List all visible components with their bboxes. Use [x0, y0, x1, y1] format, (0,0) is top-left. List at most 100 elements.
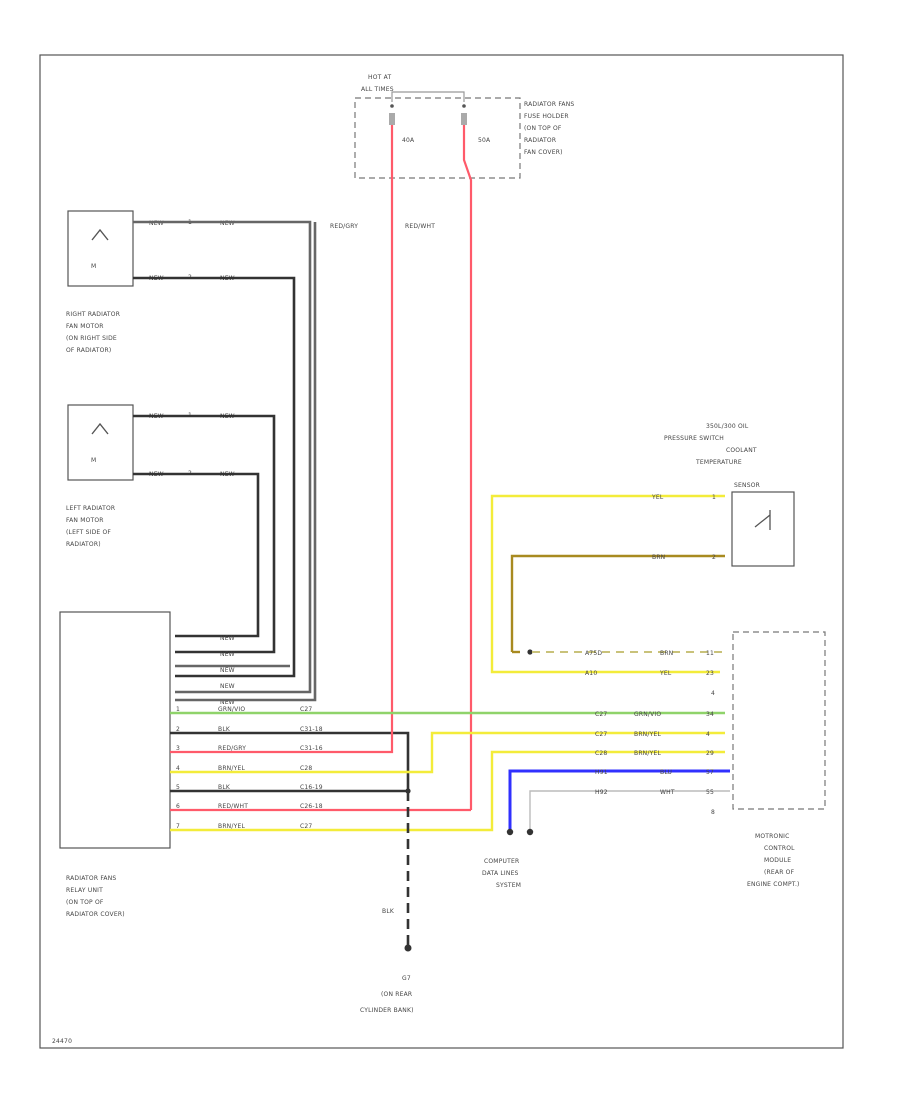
oil-pin1-num: 1 [712, 494, 716, 501]
ecm-extra-pin-2: 8 [711, 809, 715, 816]
ground-point-icon [404, 944, 412, 952]
footer-code: 24470 [52, 1038, 72, 1045]
ecm-row7-wire: WHT [660, 789, 675, 796]
oil-sensor-tag: SENSOR [734, 482, 760, 489]
fuse-holder-outline [354, 97, 521, 179]
switch-symbol-icon [754, 510, 771, 530]
left-fan-motor: M NEW 1 NEW NEW 2 NEW LEFT RADIATOR FAN … [66, 404, 276, 654]
ecm-row5-wire: BRN/YEL [634, 750, 661, 757]
wire-blk-1 [170, 731, 410, 790]
fuse-holder: HOT AT ALL TIMES 40A 50A RADIATOR FANS F… [354, 74, 574, 179]
ground-g7: BLK G7 (ON REAR CYLINDER BANK) [360, 788, 414, 1014]
wire-red-wht-vertical [462, 125, 473, 810]
fuse-50a-icon [461, 113, 467, 125]
ecm-caption-3: MODULE [764, 857, 791, 864]
relay-upper-wire-3: NEW [220, 667, 235, 674]
oil-pin1-wire: YEL [651, 494, 664, 501]
left-fan-box [67, 404, 134, 481]
ecm-outline [732, 631, 826, 810]
ground-caption-3: CYLINDER BANK) [360, 1007, 414, 1014]
motor-m-glyph: M [91, 457, 96, 464]
wire-left-fan-2 [133, 472, 260, 638]
ecm-row2-pin: 23 [706, 670, 714, 677]
ecm-row4-wire: BRN/YEL [634, 731, 661, 738]
relay-upper-wire-5: NEW [220, 699, 235, 706]
relay-row2-wire: BLK [218, 726, 231, 733]
ecm-row5-code: C28 [595, 750, 607, 757]
relay-row1-wire: GRN/VIO [218, 706, 245, 713]
relay-caption-3: (ON TOP OF [66, 899, 104, 906]
relay-rows: 1 GRN/VIO C27 2 BLK C31-18 3 RED/GRY C31… [170, 706, 725, 832]
fuse-header-2: ALL TIMES [361, 86, 394, 93]
oil-pin2-num: 2 [712, 554, 716, 561]
ecm-row6-pin: 57 [706, 769, 714, 776]
data-lines-caption-3: SYSTEM [496, 882, 521, 889]
ecm-row7-pin: 55 [706, 789, 714, 796]
wire-brn-yel-2 [170, 750, 725, 832]
left-fan-caption-2: FAN MOTOR [66, 517, 104, 524]
fuse-caption-1: RADIATOR FANS [524, 101, 574, 108]
fuse-caption-2: FUSE HOLDER [524, 113, 569, 120]
relay-row7-wire: BRN/YEL [218, 823, 245, 830]
ecm-row3-pin: 34 [706, 711, 714, 718]
relay-row3-pin: 3 [176, 745, 180, 752]
relay-upper-wire-4: NEW [220, 683, 235, 690]
wire-left-fan-1 [133, 414, 276, 654]
ground-wire-label: BLK [382, 908, 395, 915]
oil-pin2-wire: BRN [652, 554, 665, 561]
relay-row6-code: C26-18 [300, 803, 323, 810]
ecm-row6-code: H91 [595, 769, 608, 776]
oil-switch-box [731, 491, 795, 567]
ecm-row2-code: A10 [585, 670, 597, 677]
wire-red-gry-relay [170, 720, 394, 754]
data-lines-caption-2: DATA LINES [482, 870, 519, 877]
right-fan-pin1-wire: NEW [149, 220, 164, 227]
right-fan-pin1-wire-out: NEW [220, 220, 235, 227]
motor-m-glyph: M [91, 263, 96, 270]
relay-row2-code: C31-18 [300, 726, 323, 733]
fuse-left-rating: 40A [402, 137, 415, 144]
ecm-caption-4: (REAR OF [764, 869, 795, 876]
ecm-row4-pin: 4 [706, 731, 710, 738]
ecm-row1-code: A75D [585, 650, 602, 657]
fuse-40a-icon [389, 113, 395, 125]
ground-caption-2: (ON REAR [381, 991, 412, 998]
relay-row4-code: C28 [300, 765, 312, 772]
wire-blu-data [508, 769, 730, 830]
relay-row5-wire: BLK [218, 784, 231, 791]
relay-unit-box [59, 611, 171, 849]
ecm-row1-pin: 11 [706, 650, 714, 657]
ecm-extra-pin-1: 4 [711, 690, 715, 697]
wire-brn-yel-1 [170, 731, 725, 774]
relay-unit: NEW NEW NEW NEW NEW RADIATOR FANS RELAY … [59, 222, 317, 918]
motor-symbol-icon [91, 422, 109, 435]
relay-row4-wire: BRN/YEL [218, 765, 245, 772]
ecm-row2-wire: YEL [659, 670, 672, 677]
relay-row5-pin: 5 [176, 784, 180, 791]
oil-caption-2: PRESSURE SWITCH [664, 435, 724, 442]
relay-row3-wire: RED/GRY [218, 745, 246, 752]
oil-pressure-switch: 350L/300 OIL PRESSURE SWITCH COOLANT TEM… [490, 423, 795, 674]
diagram-border [39, 54, 844, 1049]
relay-row1-code: C27 [300, 706, 312, 713]
right-fan-caption-3: (ON RIGHT SIDE [66, 335, 117, 342]
right-fan-caption-1: RIGHT RADIATOR [66, 311, 120, 318]
fuse-caption-4: RADIATOR [524, 137, 556, 144]
splice-icon [527, 649, 533, 655]
motor-symbol-icon [91, 228, 109, 241]
relay-upper-wire-1: NEW [220, 635, 235, 642]
relay-row3-code: C31-16 [300, 745, 323, 752]
wire-wht-data [529, 790, 730, 830]
wire-right-fan-2 [133, 276, 296, 678]
ecm-row4-code: C27 [595, 731, 607, 738]
ecm-row1-wire: BRN [660, 650, 673, 657]
oil-caption-3: COOLANT [726, 447, 757, 454]
oil-caption-1: 350L/300 OIL [706, 423, 749, 430]
left-fan-caption-3: (LEFT SIDE OF [66, 529, 111, 536]
relay-caption-1: RADIATOR FANS [66, 875, 116, 882]
left-fan-caption-1: LEFT RADIATOR [66, 505, 115, 512]
wire-yel-switch [490, 494, 725, 674]
fuse-wire-left-label: RED/GRY [330, 223, 358, 230]
left-fan-caption-4: RADIATOR) [66, 541, 101, 548]
